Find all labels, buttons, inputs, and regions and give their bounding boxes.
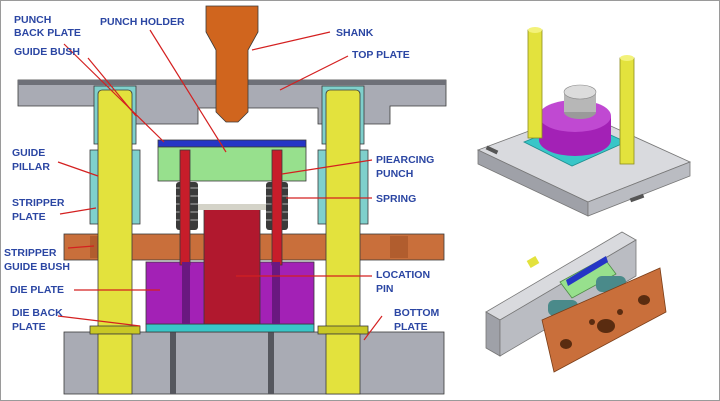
label-punch-holder: PUNCH HOLDER (100, 16, 185, 28)
label-punch-back-plate-1: PUNCH (14, 14, 51, 26)
iso2-pin-hole (589, 319, 595, 325)
die-back-plate (145, 323, 315, 333)
bottom-plate-slot (170, 332, 176, 394)
label-location-pin-1: LOCATION (376, 269, 430, 281)
label-guide-pillar-1: GUIDE (12, 147, 45, 159)
die-hole (182, 262, 190, 324)
iso-punch-top (563, 84, 597, 100)
leader-shank (251, 31, 331, 51)
label-spring: SPRING (376, 193, 416, 205)
pillar-collar-left (89, 325, 141, 335)
iso2-hole (560, 339, 572, 349)
leader-piercing-punch (281, 159, 373, 175)
label-die-back-plate-1: DIE BACK (12, 307, 63, 319)
guide-pillar-left (97, 89, 133, 337)
iso-pillar-left-cap (528, 27, 542, 33)
iso-pillar-right (619, 57, 635, 165)
label-stripper-plate-2: PLATE (12, 211, 46, 223)
leader-guide-pillar (57, 161, 99, 177)
leader-top-plate (279, 55, 349, 91)
label-bottom-plate-1: BOTTOM (394, 307, 440, 319)
iso-slot (485, 145, 499, 155)
label-guide-pillar-2: PILLAR (12, 161, 50, 173)
label-stripper-guide-bush-2: GUIDE BUSH (4, 261, 70, 273)
leader-die-back-plate (57, 315, 141, 327)
bottom-plate-slot (268, 332, 274, 394)
label-bottom-plate-2: PLATE (394, 321, 428, 333)
leader-bottom-plate (363, 315, 383, 341)
label-die-back-plate-2: PLATE (12, 321, 46, 333)
guide-pillar-right (325, 89, 361, 337)
iso2-pillar-tip (526, 256, 540, 268)
iso-slot (629, 193, 645, 203)
guide-pillar-right-base (325, 333, 361, 395)
label-top-plate: TOP PLATE (352, 49, 410, 61)
iso-pillar-right-cap (620, 55, 634, 61)
leader-stripper-plate (59, 207, 97, 215)
leader-lines (57, 29, 383, 341)
label-shank: SHANK (336, 27, 374, 39)
iso2-plate-side (485, 311, 501, 357)
label-location-pin-2: PIN (376, 283, 394, 295)
die-hole (272, 262, 280, 324)
isometric-view-top (476, 27, 692, 217)
label-die-plate: DIE PLATE (10, 284, 64, 296)
iso2-punch-back-plate (566, 256, 608, 286)
iso2-pin-hole (617, 309, 623, 315)
label-guide-bush: GUIDE BUSH (14, 46, 80, 58)
iso-base-side (587, 161, 691, 217)
leader-guide-bush (87, 57, 137, 117)
stripper-guide-bush-right (390, 236, 408, 258)
label-stripper-guide-bush-1: STRIPPER (4, 247, 57, 259)
strip-material (198, 204, 266, 210)
guide-pillar-left-base (97, 333, 133, 395)
iso2-punch-holder (559, 257, 617, 299)
punch-back-plate (157, 139, 307, 148)
shank (205, 5, 259, 123)
leader-punch-back-plate (63, 43, 165, 143)
label-punch-back-plate-2: BACK PLATE (14, 27, 81, 39)
location-pin (203, 205, 261, 325)
leader-stripper-guide-bush (67, 245, 95, 249)
labels: PUNCH BACK PLATE GUIDE BUSH PUNCH HOLDER… (4, 14, 440, 333)
pillar-collar-right (317, 325, 369, 335)
piercing-punch-right (271, 149, 283, 266)
label-piercing-punch-1: PIEARCING (376, 154, 434, 166)
sectional-view (17, 5, 447, 395)
iso-pillar-left (527, 29, 543, 139)
iso2-center-hole (597, 319, 615, 333)
label-piercing-punch-2: PUNCH (376, 168, 413, 180)
piercing-punch-left (179, 149, 191, 266)
label-stripper-plate-1: STRIPPER (12, 197, 65, 209)
isometric-view-bottom (485, 231, 667, 373)
iso2-hole (638, 295, 650, 305)
leader-punch-holder (149, 29, 227, 153)
